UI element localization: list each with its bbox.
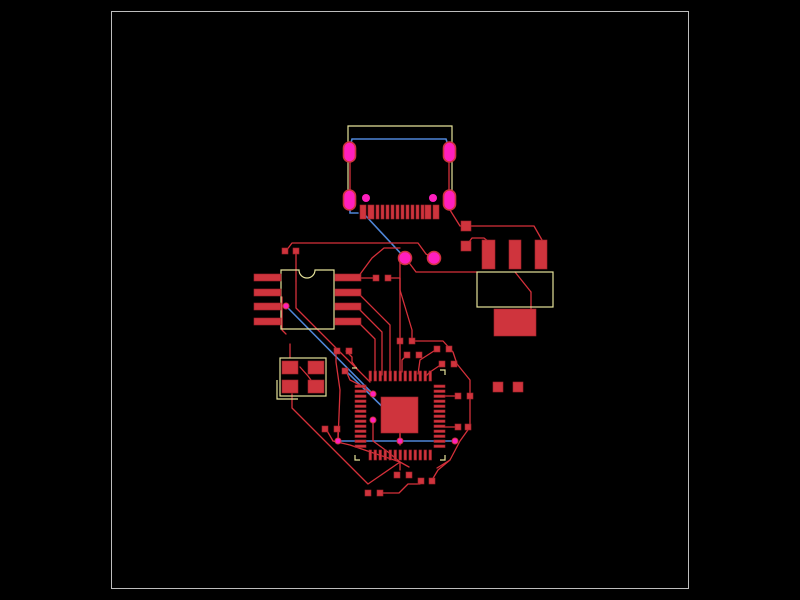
board-edge-outline xyxy=(111,11,689,589)
usb-c-signal-pads xyxy=(359,204,440,220)
crystal[interactable] xyxy=(281,360,325,394)
qfn48-mcu[interactable] xyxy=(354,370,446,461)
front-copper-traces xyxy=(281,150,543,494)
large-vias xyxy=(397,250,442,266)
usb-c-connector[interactable] xyxy=(342,141,457,220)
soic8-ic[interactable] xyxy=(253,273,362,326)
passive-components[interactable] xyxy=(281,220,524,497)
vias xyxy=(282,302,459,445)
voltage-regulator[interactable] xyxy=(481,239,548,337)
silkscreen-layer xyxy=(276,125,554,461)
